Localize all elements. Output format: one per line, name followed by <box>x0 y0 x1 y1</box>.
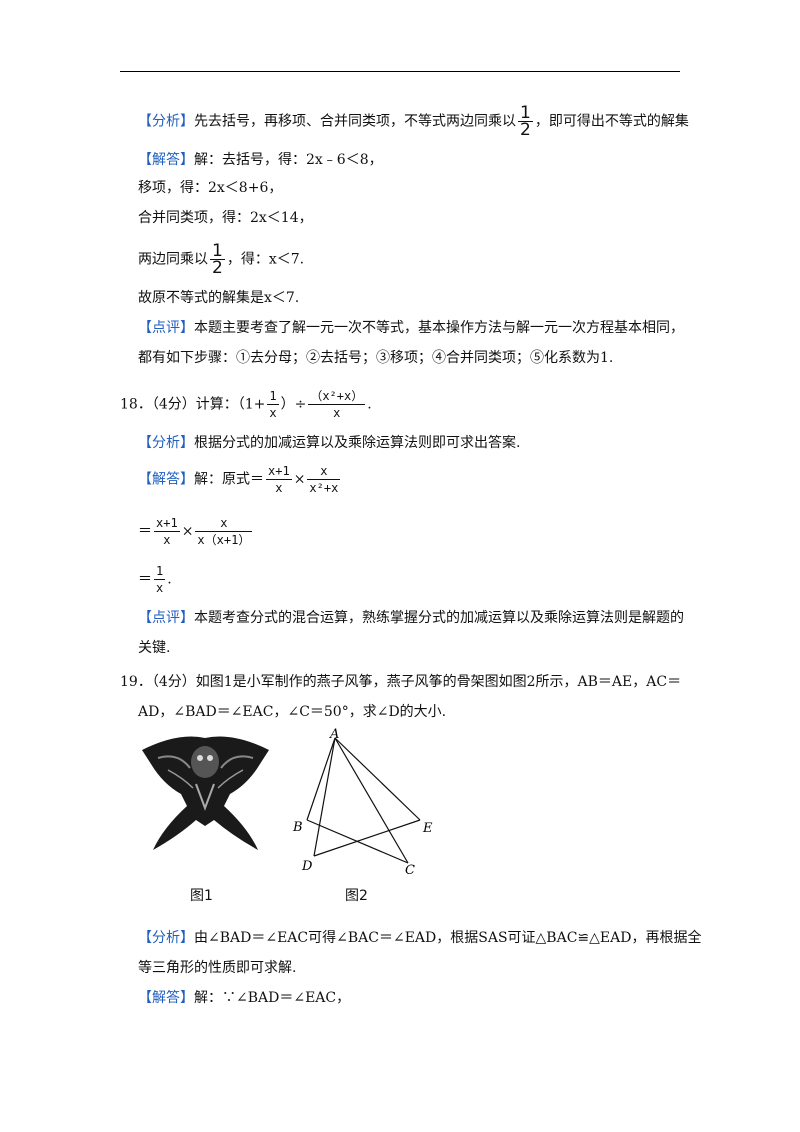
fraction-x2x-over-x: （x²+x）x <box>308 389 366 420</box>
q17-answer-line1: 【解答】解：去括号，得：2x﹣6＜8， <box>138 152 383 168</box>
header-rule <box>120 71 680 72</box>
q18-analysis: 【分析】根据分式的加减运算以及乘除运算法则即可求出答案. <box>138 435 521 451</box>
label-A: A <box>329 728 339 742</box>
figure1-caption: 图1 <box>190 888 213 904</box>
q18-comment-line2: 关键. <box>138 640 171 656</box>
q18-comment-line1: 【点评】本题考查分式的混合运算，熟练掌握分式的加减运算以及乘除运算法则是解题的 <box>138 610 684 626</box>
answer-tag: 【解答】 <box>138 990 194 1006</box>
label-D: D <box>301 859 313 874</box>
q19-analysis-line2: 等三角形的性质即可求解. <box>138 960 297 976</box>
q17-answer-line2: 移项，得：2x＜8+6， <box>138 180 283 196</box>
comment-tag: 【点评】 <box>138 320 194 336</box>
geometry-figure: A B E D C <box>292 728 433 878</box>
analysis-tag: 【分析】 <box>138 435 194 451</box>
label-B: B <box>292 820 303 835</box>
figure2-caption: 图2 <box>345 888 368 904</box>
label-E: E <box>422 821 433 836</box>
analysis-tag: 【分析】 <box>138 113 194 130</box>
q19-analysis-line1: 【分析】由∠BAD＝∠EAC可得∠BAC＝∠EAD，根据SAS可证△BAC≌△E… <box>138 930 702 946</box>
label-C: C <box>405 863 415 878</box>
analysis-tag: 【分析】 <box>138 930 194 946</box>
answer-tag: 【解答】 <box>138 471 194 488</box>
q19-question-line1: 19．（4分）如图1是小军制作的燕子风筝，燕子风筝的骨架图如图2所示，AB＝AE… <box>120 674 682 690</box>
q19-answer-line1: 【解答】解：∵∠BAD＝∠EAC， <box>138 990 351 1006</box>
q17-comment-line1: 【点评】本题主要考查了解一元一次不等式，基本操作方法与解一元一次方程基本相同， <box>138 320 684 336</box>
q19-question-line2: AD，∠BAD＝∠EAC，∠C＝50°，求∠D的大小. <box>138 704 447 720</box>
q17-comment-line2: 都有如下步骤：①去分母；②去括号；③移项；④合并同类项；⑤化系数为1. <box>138 350 614 366</box>
swallow-kite-image <box>142 736 269 850</box>
answer-tag: 【解答】 <box>138 152 194 168</box>
q17-answer-line3: 合并同类项，得：2x＜14， <box>138 210 313 226</box>
q17-answer-line5: 故原不等式的解集是x＜7. <box>138 290 300 306</box>
comment-tag: 【点评】 <box>138 610 194 626</box>
